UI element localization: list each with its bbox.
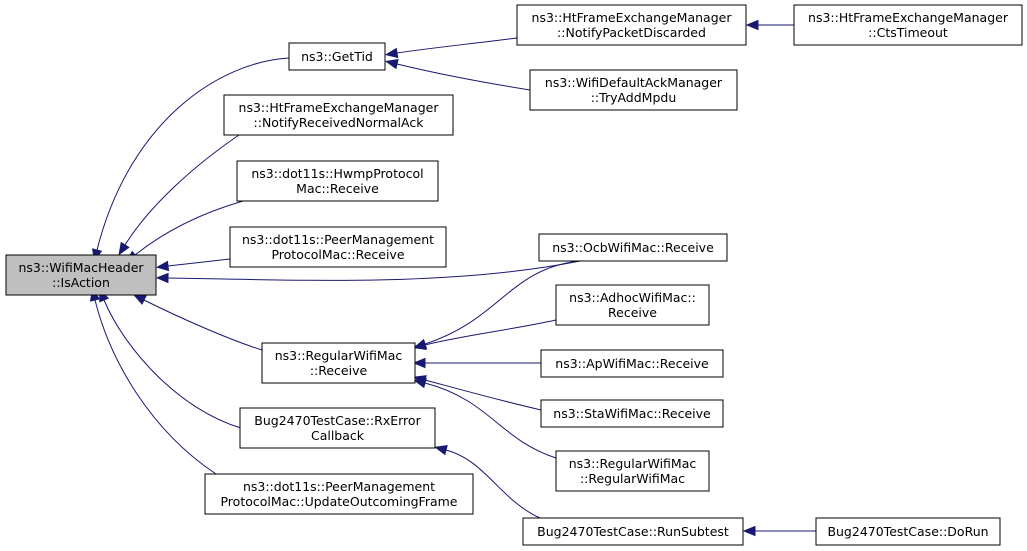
edge-arrowhead bbox=[384, 47, 399, 59]
node-label-line: ProtocolMac::UpdateOutcomingFrame bbox=[220, 494, 457, 509]
edge-arrowhead bbox=[132, 294, 147, 305]
node-label-line: ::NotifyReceivedNormalAck bbox=[254, 115, 425, 130]
node-htfem_notifyreceivednormalack[interactable]: ns3::HtFrameExchangeManager::NotifyRecei… bbox=[223, 94, 454, 136]
edge-bug_rxerror-to-isaction bbox=[103, 299, 242, 429]
edge-peermgmt_mac_receive-to-isaction bbox=[167, 258, 231, 267]
node-label-line: ::RegularWifiMac bbox=[580, 471, 685, 486]
edge-regular_ctor-to-regular_receive bbox=[424, 382, 557, 459]
node-box bbox=[793, 4, 1023, 46]
node-label-line: Bug2470TestCase::RxError bbox=[254, 413, 421, 428]
node-bug_dorun[interactable]: Bug2470TestCase::DoRun bbox=[815, 517, 1001, 546]
edge-htfem_notifyreceivednormalack-to-isaction bbox=[124, 134, 240, 246]
edge-adhoc_receive-to-regular_receive bbox=[424, 319, 557, 346]
node-label-line: ns3::HtFrameExchangeManager bbox=[239, 100, 440, 115]
node-label-line: ns3::OcbWifiMac::Receive bbox=[552, 240, 714, 255]
node-box bbox=[540, 349, 724, 378]
edge-arrowhead bbox=[745, 19, 759, 31]
node-box bbox=[516, 4, 747, 46]
node-label-line: ns3::dot11s::PeerManagement bbox=[242, 232, 434, 247]
node-label-line: ns3::WifiMacHeader bbox=[18, 260, 144, 275]
node-label-line: ::TryAddMpdu bbox=[591, 90, 677, 105]
node-label-line: ::NotifyPacketDiscarded bbox=[557, 25, 706, 40]
node-box bbox=[555, 450, 710, 492]
node-box bbox=[555, 284, 710, 326]
node-peermgmt_mac_receive[interactable]: ns3::dot11s::PeerManagementProtocolMac::… bbox=[229, 226, 447, 268]
node-label-line: ns3::RegularWifiMac bbox=[275, 348, 403, 363]
node-label-line: ns3::RegularWifiMac bbox=[569, 456, 697, 471]
node-label-line: Mac::Receive bbox=[296, 181, 379, 196]
edge-htfem_notifypacketdiscarded-to-gettid bbox=[396, 37, 518, 54]
node-box bbox=[5, 254, 157, 296]
node-box bbox=[239, 407, 436, 449]
edge-wifidefaultack_tryaddmpdu-to-gettid bbox=[396, 63, 531, 91]
node-adhoc_receive[interactable]: ns3::AdhocWifiMac::Receive bbox=[555, 284, 710, 326]
node-label-line: ::IsAction bbox=[52, 275, 110, 290]
edge-arrowhead bbox=[155, 272, 169, 284]
node-label-line: ProtocolMac::Receive bbox=[271, 247, 404, 262]
node-htfem_notifypacketdiscarded[interactable]: ns3::HtFrameExchangeManager::NotifyPacke… bbox=[516, 4, 747, 46]
node-box bbox=[288, 42, 386, 71]
edge-arrowhead bbox=[434, 445, 448, 456]
node-label-line: Bug2470TestCase::RunSubtest bbox=[537, 524, 729, 539]
node-bug_runsubtest[interactable]: Bug2470TestCase::RunSubtest bbox=[522, 517, 744, 546]
node-box bbox=[522, 517, 744, 546]
node-box bbox=[815, 517, 1001, 546]
node-label-line: ::Receive bbox=[310, 363, 368, 378]
edge-hwmp_mac_receive-to-isaction bbox=[134, 200, 244, 256]
node-label-line: ns3::AdhocWifiMac:: bbox=[569, 290, 696, 305]
edge-arrowhead bbox=[413, 378, 427, 389]
node-ocb_receive[interactable]: ns3::OcbWifiMac::Receive bbox=[538, 233, 728, 262]
node-label-line: ns3::WifiDefaultAckManager bbox=[545, 75, 723, 90]
node-box bbox=[261, 342, 416, 384]
node-label-line: ns3::GetTid bbox=[301, 49, 373, 64]
node-box bbox=[538, 233, 728, 262]
node-sta_receive[interactable]: ns3::StaWifiMac::Receive bbox=[540, 399, 724, 428]
graph-nodes: ns3::WifiMacHeader::IsActionns3::GetTidn… bbox=[5, 4, 1023, 546]
edge-bug_runsubtest-to-bug_rxerror bbox=[445, 449, 541, 519]
node-label-line: Receive bbox=[608, 305, 657, 320]
node-box bbox=[223, 94, 454, 136]
node-label-line: ns3::HtFrameExchangeManager bbox=[808, 10, 1009, 25]
edge-gettid-to-isaction bbox=[96, 57, 290, 251]
node-label-line: ns3::HtFrameExchangeManager bbox=[532, 10, 733, 25]
node-box bbox=[229, 226, 447, 268]
node-box bbox=[529, 69, 738, 111]
node-htfem_ctstimeout[interactable]: ns3::HtFrameExchangeManager::CtsTimeout bbox=[793, 4, 1023, 46]
node-label-line: ::CtsTimeout bbox=[868, 25, 948, 40]
node-label-line: Callback bbox=[311, 428, 365, 443]
edge-sta_receive-to-regular_receive bbox=[424, 379, 542, 411]
node-regular_ctor[interactable]: ns3::RegularWifiMac::RegularWifiMac bbox=[555, 450, 710, 492]
node-wifidefaultack_tryaddmpdu[interactable]: ns3::WifiDefaultAckManager::TryAddMpdu bbox=[529, 69, 738, 111]
node-label-line: ns3::dot11s::HwmpProtocol bbox=[251, 166, 423, 181]
edge-arrowhead bbox=[413, 339, 427, 350]
node-peermgmt_updateoutcoming[interactable]: ns3::dot11s::PeerManagementProtocolMac::… bbox=[204, 473, 474, 515]
graph-edges bbox=[90, 19, 816, 537]
edge-ocb_receive-to-isaction bbox=[167, 260, 581, 281]
node-label-line: Bug2470TestCase::DoRun bbox=[827, 524, 988, 539]
edge-peermgmt_updateoutcoming-to-isaction bbox=[94, 299, 217, 475]
node-label-line: ns3::ApWifiMac::Receive bbox=[555, 356, 709, 371]
node-regular_receive[interactable]: ns3::RegularWifiMac::Receive bbox=[261, 342, 416, 384]
node-isaction[interactable]: ns3::WifiMacHeader::IsAction bbox=[5, 254, 157, 296]
edge-regular_receive-to-isaction bbox=[143, 299, 263, 351]
node-box bbox=[540, 399, 724, 428]
node-box bbox=[236, 160, 439, 202]
node-ap_receive[interactable]: ns3::ApWifiMac::Receive bbox=[540, 349, 724, 378]
edge-arrowhead bbox=[385, 59, 399, 70]
node-gettid[interactable]: ns3::GetTid bbox=[288, 42, 386, 71]
edge-arrowhead bbox=[742, 525, 756, 537]
node-label-line: ns3::dot11s::PeerManagement bbox=[243, 479, 435, 494]
node-label-line: ns3::StaWifiMac::Receive bbox=[553, 406, 711, 421]
edge-arrowhead bbox=[118, 241, 130, 256]
edge-arrowhead bbox=[155, 260, 170, 272]
node-box bbox=[204, 473, 474, 515]
edge-arrowhead bbox=[412, 357, 426, 369]
edge-ocb_receive-to-regular_receive bbox=[424, 260, 581, 345]
